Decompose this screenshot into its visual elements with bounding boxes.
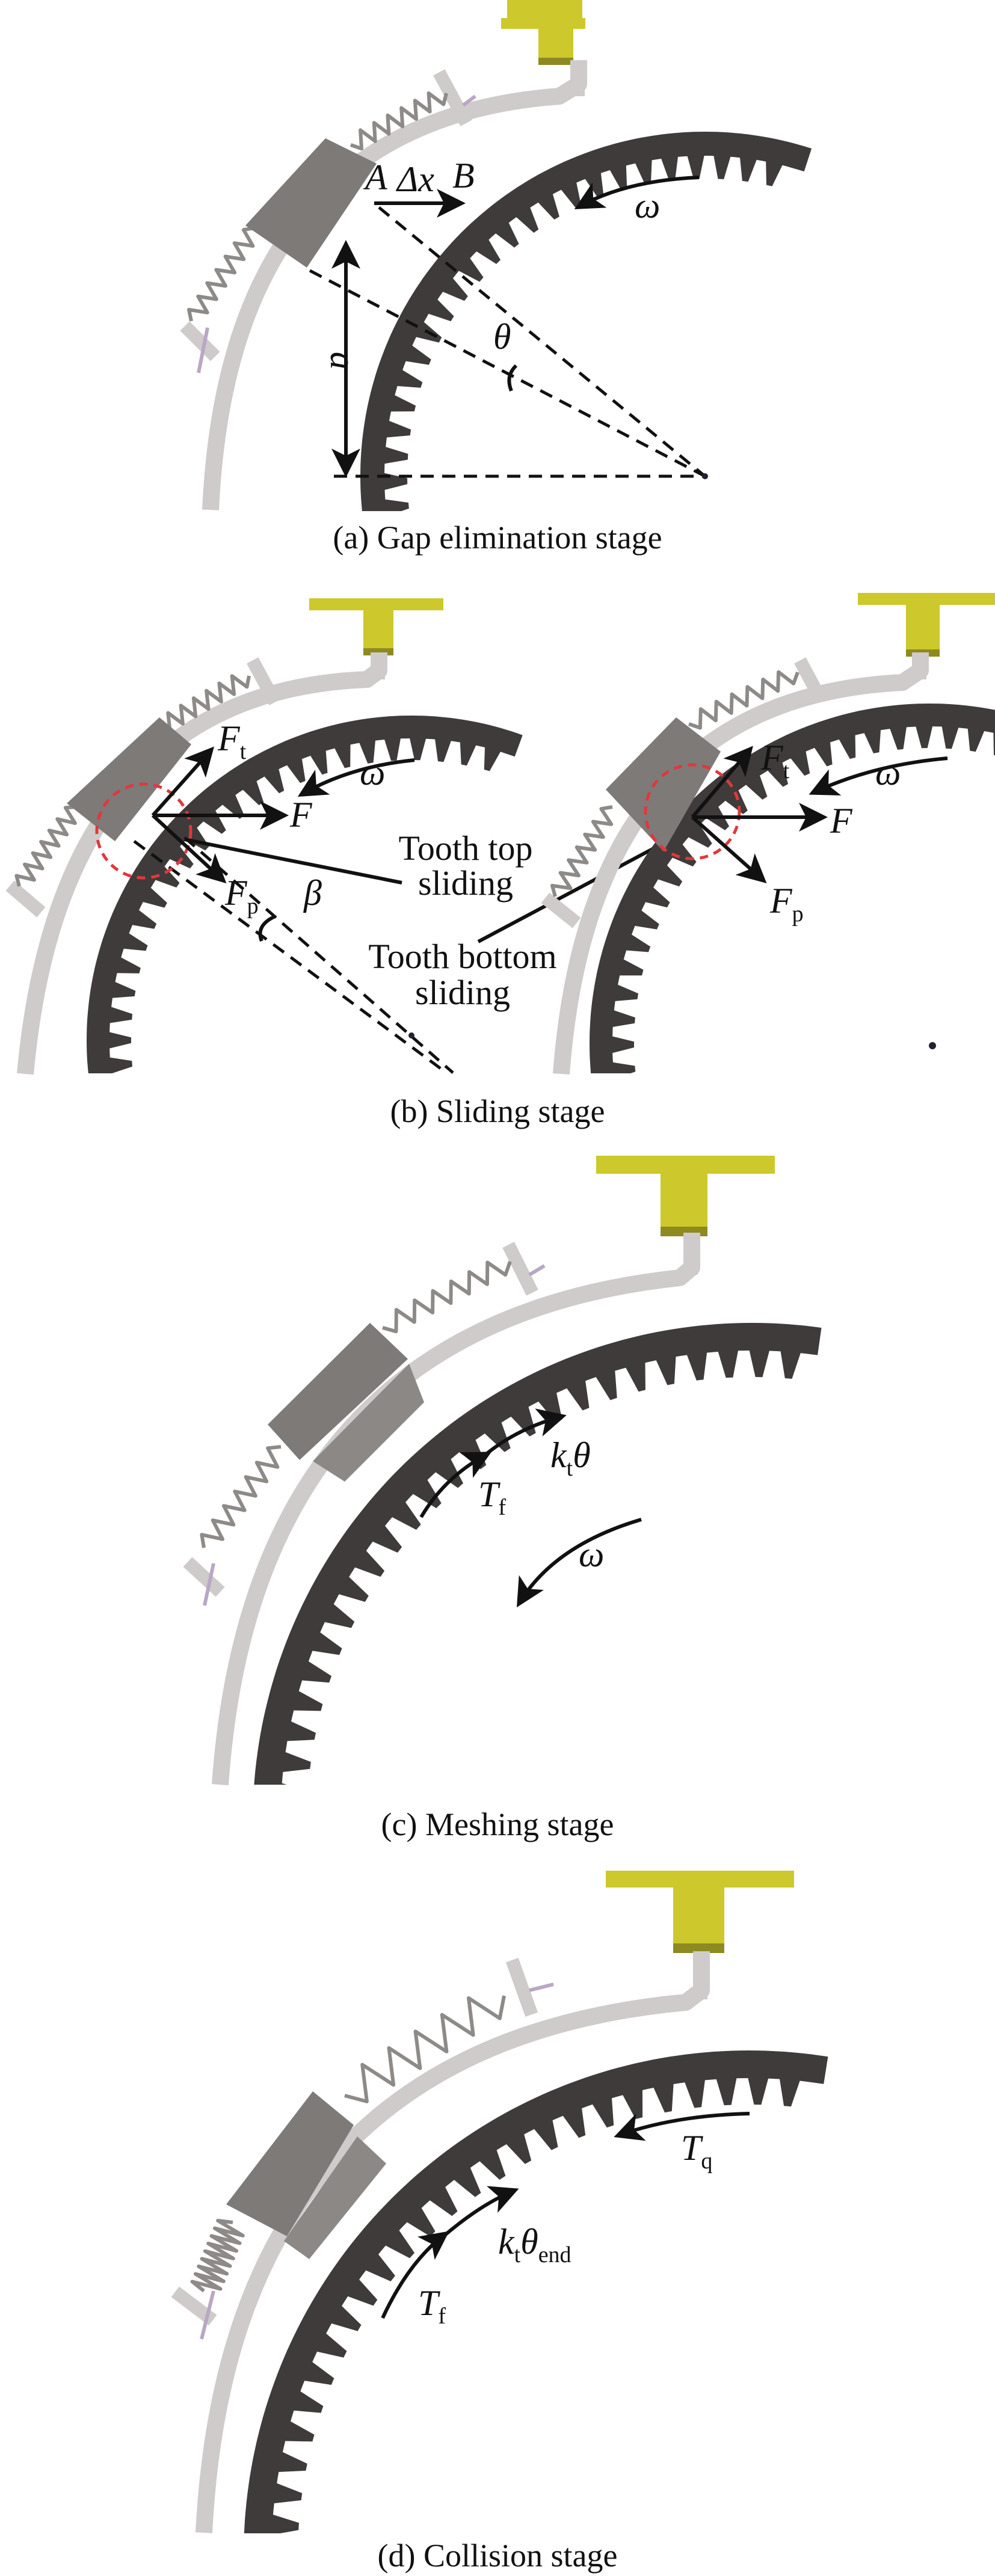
panel-d-collision: Tq ktθend Tf (d) Collision stage [171, 1871, 828, 2574]
label-omega: ω [635, 186, 660, 225]
rotation-arrow [516, 1518, 642, 1608]
leader-line [477, 845, 658, 943]
spring-upper [159, 674, 251, 733]
label-f: F [289, 795, 313, 835]
gear-ring [254, 1323, 822, 1785]
friction-torque-arrow [419, 1452, 492, 1518]
label-kt-theta-end: ktθend [498, 2222, 571, 2268]
label-omega: ω [875, 753, 901, 793]
force-ft-arrow [691, 746, 753, 818]
gear-ring [360, 132, 812, 511]
spring-compressed [190, 2219, 245, 2293]
label-point-b: B [452, 156, 475, 195]
label-ft: Ft [760, 738, 790, 784]
force-ft-arrow [151, 746, 214, 817]
rotation-arrow [574, 176, 700, 209]
caption-a: (a) Gap elimination stage [333, 520, 662, 556]
friction-block [606, 717, 721, 851]
panel-c-meshing: ktθ Tf ω (c) Meshing stage [183, 1156, 822, 1842]
gear-ring [244, 2050, 828, 2533]
spring-upper [688, 670, 799, 730]
caption-d: (d) Collision stage [378, 2538, 618, 2574]
spring-upper [350, 91, 448, 151]
spring-upper [382, 1260, 512, 1334]
label-kt-theta: ktθ [550, 1435, 591, 1481]
label-tf: Tf [478, 1474, 506, 1520]
spring-lower [14, 805, 77, 887]
leader-line [184, 838, 402, 885]
spring-torque-arrow [442, 2186, 519, 2239]
panel-a-gap-elimination: A Δx B ω θ a (a) Gap elimination stage [180, 0, 812, 556]
caption-c: (c) Meshing stage [381, 1806, 614, 1842]
label-ft: Ft [217, 719, 247, 764]
label-point-a: A [363, 158, 387, 197]
rotation-arrow [297, 758, 415, 797]
label-f: F [830, 801, 853, 841]
gear-ring [87, 716, 523, 1073]
force-fp-arrow [691, 815, 767, 883]
contact-region-circle [644, 763, 741, 860]
label-beta: β [303, 873, 322, 913]
label-delta-x: Δx [396, 159, 434, 199]
label-tooth-top-2: sliding [418, 863, 513, 903]
spring-torque-arrow [484, 1408, 567, 1457]
panel-b-right-tooth-bottom-sliding: Ft F Fp ω [541, 593, 995, 1075]
label-omega: ω [579, 1535, 604, 1574]
load-torque-arrow [614, 2112, 750, 2141]
friction-block-inner [284, 2136, 386, 2259]
spring-extended [344, 1995, 506, 2103]
label-tooth-bottom-2: sliding [415, 973, 510, 1012]
bracket [501, 0, 585, 96]
spring-lower [187, 226, 256, 322]
label-fp: Fp [769, 881, 804, 927]
friction-block-outer [226, 2091, 354, 2236]
label-tooth-bottom-1: Tooth bottom [368, 937, 556, 976]
label-theta: θ [493, 317, 511, 357]
spring-lower [550, 805, 614, 897]
friction-block-outer [268, 1323, 408, 1460]
friction-block-inner [313, 1364, 424, 1482]
panel-b-left-tooth-top-sliding: Ft F Fp β ω Tooth top sliding Tooth bott… [5, 598, 658, 1075]
label-omega: ω [360, 753, 385, 793]
label-tf: Tf [418, 2283, 446, 2329]
caption-b: (b) Sliding stage [390, 1093, 605, 1129]
spring-lower [200, 1445, 282, 1548]
label-distance-a: a [323, 352, 363, 370]
friction-block [67, 717, 191, 841]
force-fp-arrow [151, 814, 227, 884]
guide-track [196, 1951, 710, 2533]
contact-region-circle [95, 782, 193, 880]
friction-block [245, 138, 377, 268]
label-tq: Tq [681, 2128, 712, 2174]
guide-track [202, 60, 587, 511]
label-fp: Fp [224, 873, 259, 919]
label-tooth-top-1: Tooth top [398, 829, 532, 868]
friction-torque-arrow [381, 2231, 449, 2319]
rotation-arrow [809, 756, 948, 796]
